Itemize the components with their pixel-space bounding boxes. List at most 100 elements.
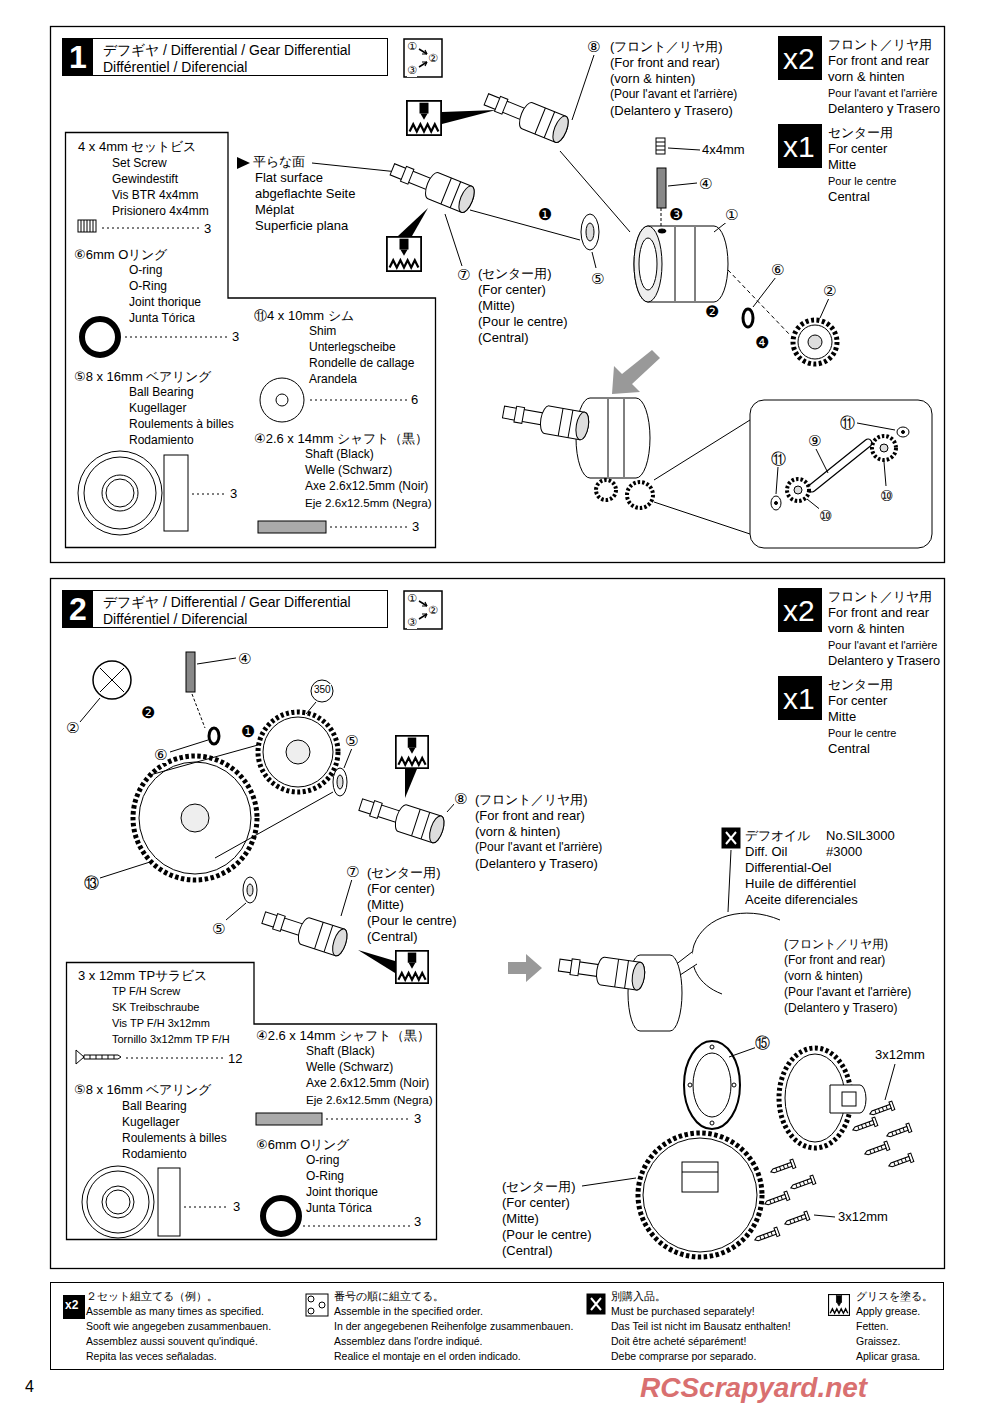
node-text: Fetten. bbox=[856, 1320, 889, 1332]
step-frame bbox=[51, 27, 945, 563]
step2-drawing bbox=[692, 913, 780, 994]
node-text: Tornillo 3x12mm TP F/H bbox=[112, 1033, 230, 1046]
step1-drawing bbox=[743, 309, 753, 327]
node-text: Delantero y Trasero bbox=[828, 102, 940, 117]
step2-drawing bbox=[830, 1085, 866, 1113]
callout-number: ⑤ bbox=[212, 920, 225, 937]
node-text: Rondelle de callage bbox=[309, 357, 414, 371]
step1-drawing bbox=[656, 138, 665, 154]
step1-drawing bbox=[661, 208, 662, 228]
node-text: SK Treibschraube bbox=[112, 1001, 199, 1014]
step1-drawing bbox=[728, 270, 790, 335]
callout-number: ① bbox=[725, 206, 738, 223]
order-icon bbox=[404, 591, 442, 629]
step2-drawing bbox=[150, 745, 258, 775]
label: (フロント／リヤ用) bbox=[475, 793, 588, 808]
node-text: 3 bbox=[414, 1215, 421, 1230]
node-text: デフギヤ / Differential / Gear Differential bbox=[103, 42, 351, 58]
step1-drawing bbox=[470, 210, 580, 240]
label: 3x12mm bbox=[838, 1210, 888, 1225]
step1-drawing bbox=[897, 427, 909, 437]
step2-drawing bbox=[753, 1227, 780, 1244]
callout-number: ❷ bbox=[705, 303, 719, 321]
label: (センター用) bbox=[478, 267, 552, 282]
step2-drawing bbox=[643, 1138, 757, 1252]
node-text: Kugellager bbox=[129, 402, 186, 416]
step2-drawing bbox=[286, 740, 310, 764]
node-text: ④2.6 x 14mm シャフト（黒） bbox=[254, 432, 428, 447]
node-text: ２セット組立てる（例）。 bbox=[86, 1290, 218, 1302]
node-text: Prisionero 4x4mm bbox=[112, 205, 209, 219]
node-text: Ball Bearing bbox=[122, 1100, 187, 1114]
node-text: vorn & hinten bbox=[828, 70, 905, 85]
node-text: Apply grease. bbox=[856, 1305, 920, 1317]
node-text: Debe comprarse por separado. bbox=[611, 1350, 756, 1362]
label: (センター用) bbox=[367, 866, 441, 881]
label: Méplat bbox=[255, 203, 294, 218]
step1-parts-icons bbox=[84, 457, 156, 529]
label: #3000 bbox=[826, 845, 862, 860]
step2-drawing bbox=[783, 1211, 810, 1228]
step1-drawing bbox=[658, 229, 666, 233]
label: (Pour le centre) bbox=[478, 315, 568, 330]
node-text: Eje 2.6x12.5mm (Negra) bbox=[305, 496, 432, 509]
node-text: Mitte bbox=[828, 158, 856, 173]
step-header: 2デフギヤ / Differential / Gear Differential… bbox=[62, 590, 388, 628]
step1-parts-icons bbox=[82, 319, 118, 355]
node-text: Graissez. bbox=[856, 1335, 900, 1347]
step2-drawing bbox=[863, 1141, 890, 1158]
step1-parts-icons bbox=[276, 394, 288, 406]
label: 350 bbox=[314, 684, 331, 696]
node-text: Eje 2.6x12.5mm (Negra) bbox=[306, 1093, 433, 1106]
step2-drawing bbox=[93, 661, 131, 699]
label: (Mitte) bbox=[367, 898, 404, 913]
step1-drawing bbox=[481, 86, 571, 144]
label: Diff. Oil bbox=[745, 845, 787, 860]
grease-icon bbox=[387, 237, 421, 271]
step2-drawing bbox=[197, 658, 236, 664]
node-text: 番号の順に組立てる。 bbox=[334, 1290, 444, 1302]
step2-parts-icons bbox=[184, 1207, 229, 1208]
step2-parts-icons bbox=[126, 1058, 224, 1059]
step1-drawing bbox=[657, 168, 666, 208]
step1-parts-icons bbox=[78, 220, 96, 232]
label: (For center) bbox=[478, 283, 546, 298]
step2-drawing bbox=[722, 828, 740, 848]
callout-number: ⑩ bbox=[819, 507, 832, 524]
step1-drawing bbox=[675, 227, 695, 301]
step1-parts-icons bbox=[310, 400, 407, 401]
node-text: Pour l'avant et l'arrière bbox=[828, 639, 937, 652]
label: 4x4mm bbox=[702, 143, 745, 158]
callout-number: ❸ bbox=[669, 206, 683, 224]
step2-drawing bbox=[710, 1045, 714, 1049]
step2-drawing bbox=[729, 1047, 757, 1057]
node-text: Assemblez aussi souvent qu'indiqué. bbox=[86, 1335, 258, 1347]
step1-parts-icons bbox=[102, 475, 138, 511]
node-text: ⑪4 x 10mm シム bbox=[254, 309, 354, 324]
step1-drawing bbox=[820, 298, 829, 318]
step1-drawing bbox=[654, 502, 750, 534]
step1-drawing bbox=[775, 502, 778, 505]
node-text: 3 bbox=[233, 1200, 240, 1215]
node-text: Axe 2.6x12.5mm (Noir) bbox=[305, 480, 428, 494]
step-header: 1デフギヤ / Differential / Gear Differential… bbox=[62, 38, 388, 76]
step2-parts-icons bbox=[263, 1198, 299, 1234]
node-text: 別購入品。 bbox=[611, 1290, 666, 1302]
step1-drawing bbox=[445, 214, 462, 266]
callout-number: ⑩ bbox=[880, 487, 893, 504]
step2-drawing bbox=[582, 1178, 636, 1186]
step2-parts-icons bbox=[256, 1113, 322, 1125]
step1-drawing bbox=[627, 482, 653, 508]
node-text: センター用 bbox=[828, 678, 893, 693]
step2-drawing bbox=[100, 862, 150, 878]
label: (フロント／リヤ用) bbox=[610, 40, 723, 55]
callout-number: ❶ bbox=[538, 206, 552, 224]
callout-number: ⑪ bbox=[840, 414, 855, 431]
node-text: For front and rear bbox=[828, 606, 929, 621]
node-text: グリスを塗る。 bbox=[856, 1290, 933, 1302]
step2-drawing bbox=[732, 1083, 736, 1087]
node-text: 3 bbox=[204, 222, 211, 237]
step1-parts-icons bbox=[260, 378, 304, 422]
node-text: Pour le centre bbox=[828, 175, 896, 188]
